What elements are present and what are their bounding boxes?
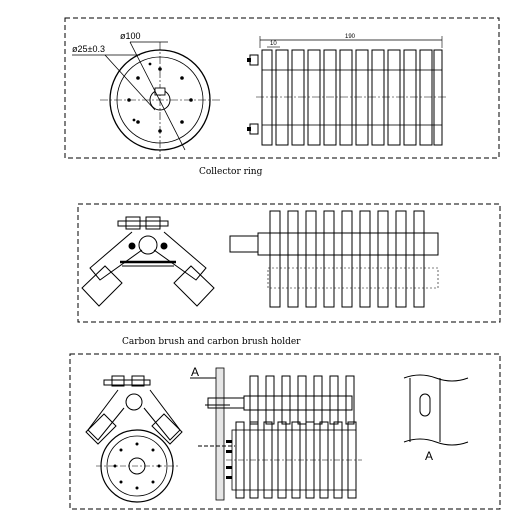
section-label-a: A: [191, 365, 199, 379]
dim-ring-pitch: 10: [270, 41, 277, 47]
detail-label-a: A: [425, 449, 433, 463]
assembly-front-view: [85, 375, 183, 503]
brush-holder-front-view: [81, 216, 215, 307]
panel-frame: [77, 203, 501, 323]
collector-side-view: [247, 36, 448, 146]
panel-frame: [69, 353, 501, 510]
dim-outer-diameter: ø100: [120, 31, 141, 41]
section-a-marker: [190, 367, 235, 501]
dim-length: 190: [345, 34, 356, 40]
detail-a-view: [403, 374, 469, 446]
panel-frame: [64, 17, 500, 159]
panel-collector-ring: [64, 17, 500, 159]
assembly-side-view: [207, 375, 362, 499]
panel-assembly: [69, 353, 501, 510]
caption-collector-ring: Collector ring: [199, 167, 263, 177]
dim-bore: ø25±0.3: [72, 44, 105, 54]
brush-holder-side-view: [229, 210, 439, 308]
collector-front-view: [72, 41, 222, 158]
caption-brush-holder: Carbon brush and carbon brush holder: [122, 337, 301, 347]
panel-brush-holder: [77, 203, 501, 323]
